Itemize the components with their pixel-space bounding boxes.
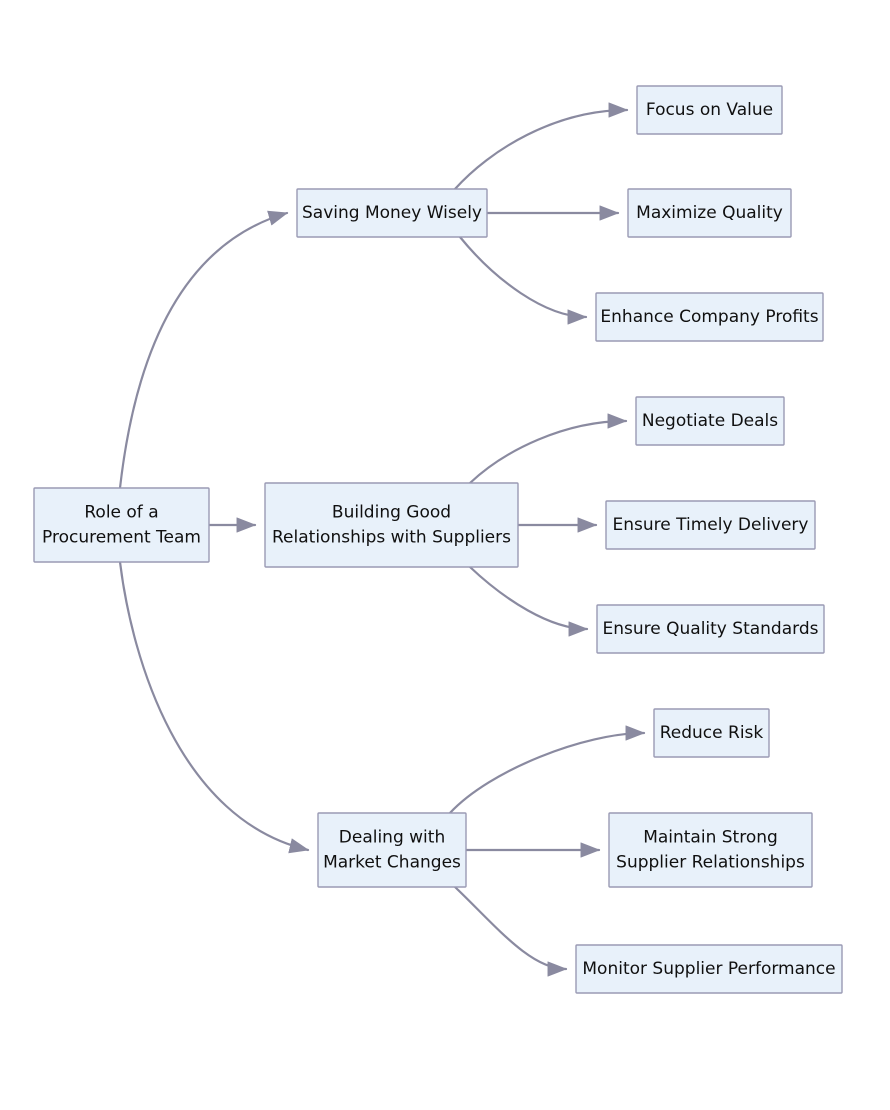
node-label-line: Market Changes (323, 853, 461, 873)
node-box-dealing (317, 812, 467, 888)
node-box-maintain_relationships (608, 812, 813, 888)
edge-dealing-to-monitor_performance (453, 885, 568, 977)
node-box-building (264, 482, 519, 568)
node-label-negotiate_deals: Negotiate Deals (642, 411, 778, 431)
node-negotiate_deals[interactable]: Negotiate Deals (635, 396, 785, 446)
node-label-line: Maximize Quality (636, 203, 783, 223)
node-box-quality_standards (596, 604, 825, 654)
node-timely_delivery[interactable]: Ensure Timely Delivery (605, 500, 816, 550)
node-box-saving (296, 188, 488, 238)
edge-building-to-negotiate_deals (468, 413, 628, 485)
node-label-timely_delivery: Ensure Timely Delivery (613, 515, 809, 535)
edge-root-to-dealing (118, 560, 310, 854)
edge-saving-to-focus_value (453, 102, 629, 191)
node-label-line: Reduce Risk (660, 723, 764, 743)
edges-layer (118, 102, 646, 977)
node-box-timely_delivery (605, 500, 816, 550)
node-label-saving: Saving Money Wisely (302, 203, 482, 223)
node-box-reduce_risk (653, 708, 770, 758)
edge-saving-to-enhance_profits (458, 235, 588, 325)
node-reduce_risk[interactable]: Reduce Risk (653, 708, 770, 758)
node-label-reduce_risk: Reduce Risk (660, 723, 764, 743)
node-box-enhance_profits (595, 292, 824, 342)
node-box-monitor_performance (575, 944, 843, 994)
node-box-negotiate_deals (635, 396, 785, 446)
node-label-line: Focus on Value (646, 100, 773, 120)
node-label-root: Role of a Procurement Team (42, 503, 201, 548)
node-label-line: Dealing with (339, 828, 445, 848)
edge-building-to-quality_standards (468, 565, 589, 637)
node-label-line: Ensure Timely Delivery (613, 515, 809, 535)
node-label-monitor_performance: Monitor Supplier Performance (582, 959, 835, 979)
node-label-line: Building Good (332, 503, 451, 523)
node-root[interactable]: Role of a Procurement Team (33, 487, 210, 563)
nodes-layer: Role of a Procurement Team Saving Money Wi… (33, 85, 843, 994)
node-saving[interactable]: Saving Money Wisely (296, 188, 488, 238)
edge-root-to-saving (118, 210, 289, 490)
node-label-line: Supplier Relationships (616, 853, 805, 873)
node-monitor_performance[interactable]: Monitor Supplier Performance (575, 944, 843, 994)
node-maximize_quality[interactable]: Maximize Quality (627, 188, 792, 238)
node-box-root (33, 487, 210, 563)
node-label-line: Saving Money Wisely (302, 203, 482, 223)
node-label-maximize_quality: Maximize Quality (636, 203, 783, 223)
node-label-line: Relationships with Suppliers (272, 528, 511, 548)
node-label-line: Negotiate Deals (642, 411, 778, 431)
node-label-quality_standards: Ensure Quality Standards (603, 619, 819, 639)
node-box-maximize_quality (627, 188, 792, 238)
node-box-focus_value (636, 85, 783, 135)
edge-dealing-to-reduce_risk (448, 725, 646, 815)
node-quality_standards[interactable]: Ensure Quality Standards (596, 604, 825, 654)
node-label-line: Procurement Team (42, 528, 201, 548)
node-label-line: Ensure Quality Standards (603, 619, 819, 639)
node-label-line: Maintain Strong (643, 828, 778, 848)
node-label-enhance_profits: Enhance Company Profits (600, 307, 818, 327)
node-label-line: Role of a (84, 503, 158, 523)
node-enhance_profits[interactable]: Enhance Company Profits (595, 292, 824, 342)
node-label-line: Monitor Supplier Performance (582, 959, 835, 979)
node-label-focus_value: Focus on Value (646, 100, 773, 120)
node-focus_value[interactable]: Focus on Value (636, 85, 783, 135)
node-label-line: Enhance Company Profits (600, 307, 818, 327)
